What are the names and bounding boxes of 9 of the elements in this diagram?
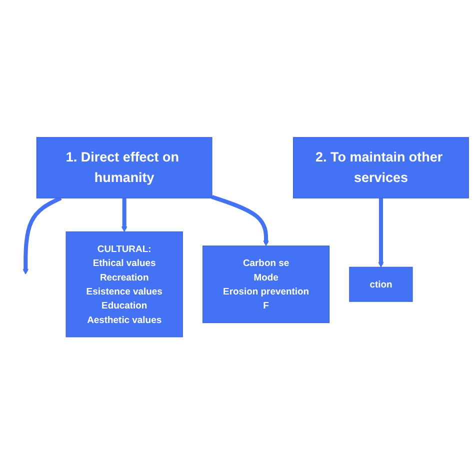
node-box: 1. Direct effect on humanity [36, 136, 212, 198]
arrow [211, 194, 269, 246]
node-box: ction [349, 266, 413, 302]
node-box: CULTURAL: Ethical values Recreation Esistence values Education Aesthetic values [66, 231, 183, 338]
node-box: 2. To maintain other services [293, 136, 469, 198]
node-box: Carbon se Mode Erosion prevention F [202, 245, 330, 323]
arrow [22, 196, 62, 274]
arrow [378, 198, 384, 268]
arrow [121, 198, 128, 232]
